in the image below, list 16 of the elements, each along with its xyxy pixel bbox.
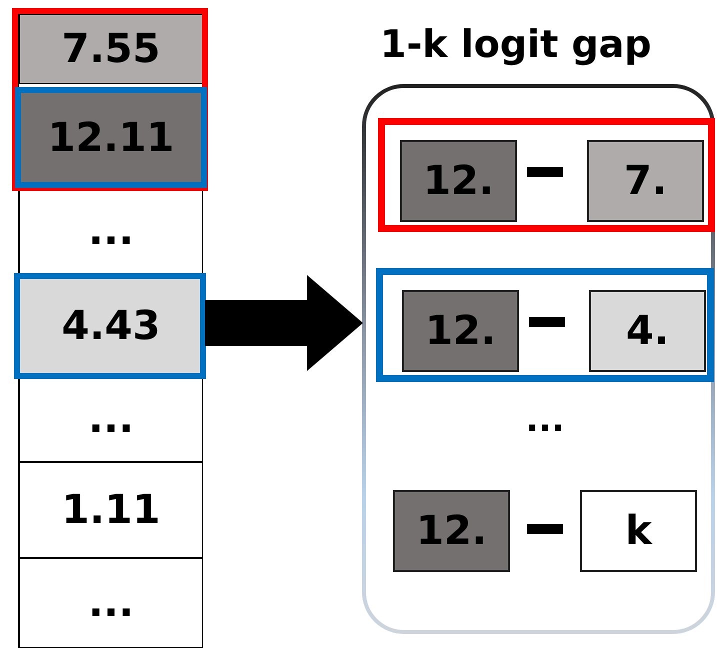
value-box: 12. (393, 490, 510, 572)
highlight-frame (376, 268, 714, 382)
value-box: 7. (587, 140, 704, 222)
value-box: k (580, 490, 697, 572)
value-box: 4. (589, 290, 706, 372)
value-cell: ... (19, 558, 203, 648)
value-cell: 4.43 (19, 277, 203, 375)
block-arrow (205, 275, 363, 371)
ellipsis-text: ... (524, 400, 566, 440)
panel-title: 1-k logit gap (380, 22, 652, 66)
value-cell: 12.11 (19, 90, 203, 185)
value-box: 12. (402, 290, 519, 372)
highlight-frame (378, 118, 715, 232)
value-box: 12. (400, 140, 517, 222)
value-cell: 1.11 (19, 462, 203, 558)
value-cell: 7.55 (19, 14, 203, 84)
